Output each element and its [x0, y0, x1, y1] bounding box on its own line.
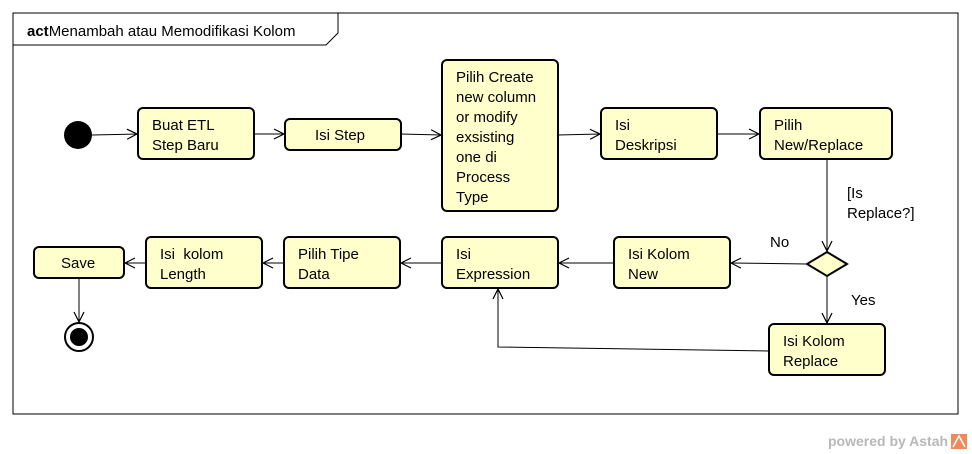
action-label-line: Pilih Tipe — [298, 246, 359, 263]
action-label-line: Isi Step — [315, 127, 365, 144]
final-node — [64, 322, 94, 352]
action-label-line: Save — [61, 255, 95, 272]
flow-pilih-create-to-isi-deskripsi — [557, 134, 600, 135]
control-flows — [79, 134, 827, 352]
action-label-line: Pilih Create — [456, 69, 534, 86]
astah-logo-icon — [951, 434, 967, 449]
action-pilih-create[interactable]: Pilih Create new column or modify exsist… — [441, 59, 559, 212]
guard-no-label: No — [770, 234, 789, 251]
action-label-line: Isi Kolom — [628, 246, 690, 263]
action-label-line: Data — [298, 266, 330, 283]
action-label-line: Isi — [456, 246, 471, 263]
flow-isi-step-to-pilih-create — [400, 134, 441, 135]
action-label-line: Process — [456, 169, 510, 186]
decision-node[interactable] — [805, 250, 849, 278]
action-label-line: new column — [456, 89, 536, 106]
flow-initial-to-buat-etl — [91, 134, 137, 135]
action-save[interactable]: Save — [33, 246, 125, 279]
svg-text:Pilih Create new column: Pilih Create new column or modify exsist… — [456, 69, 540, 206]
action-label-line: Isi Kolom — [783, 333, 845, 350]
decision-guard-label: [Is Replace?] — [847, 185, 915, 222]
flow-isi-kolom-replace-to-isi-expression — [498, 289, 770, 352]
action-label-line: Replace — [783, 353, 838, 370]
action-label-line: Isi — [615, 117, 630, 134]
action-label-line: Type — [456, 189, 489, 206]
action-label-line: New — [628, 266, 658, 283]
activity-frame: actMenambah atau Memodifikasi Kolom — [12, 12, 959, 415]
svg-text:Save: Save — [61, 255, 95, 272]
action-label-line: exsisting — [456, 129, 514, 146]
action-buat-etl[interactable]: Buat ETL Step Baru — [137, 107, 255, 160]
initial-node — [64, 121, 92, 149]
action-label-line: Step Baru — [152, 137, 219, 154]
flow-decision-no — [731, 263, 808, 264]
action-label-line: Expression — [456, 266, 530, 283]
action-label-line: or modify — [456, 109, 518, 126]
action-label-line: one di — [456, 149, 497, 166]
action-label-line: Buat ETL — [152, 117, 215, 134]
action-isi-step[interactable]: Isi Step — [284, 118, 402, 151]
frame-keyword: act — [27, 23, 49, 40]
astah-watermark: powered by Astah — [828, 433, 967, 449]
frame-title: actMenambah atau Memodifikasi Kolom — [27, 23, 295, 40]
action-label-line: New/Replace — [774, 137, 863, 154]
guard-yes-label: Yes — [851, 292, 875, 309]
watermark-text: powered by Astah — [828, 433, 948, 449]
action-label-line: Pilih — [774, 117, 802, 134]
svg-text:Isi Step: Isi Step — [315, 127, 365, 144]
frame-name: Menambah atau Memodifikasi Kolom — [49, 23, 296, 40]
action-label-line: Deskripsi — [615, 137, 677, 154]
action-label-line: Isi kolom — [160, 246, 223, 263]
action-label-line: Length — [160, 266, 206, 283]
